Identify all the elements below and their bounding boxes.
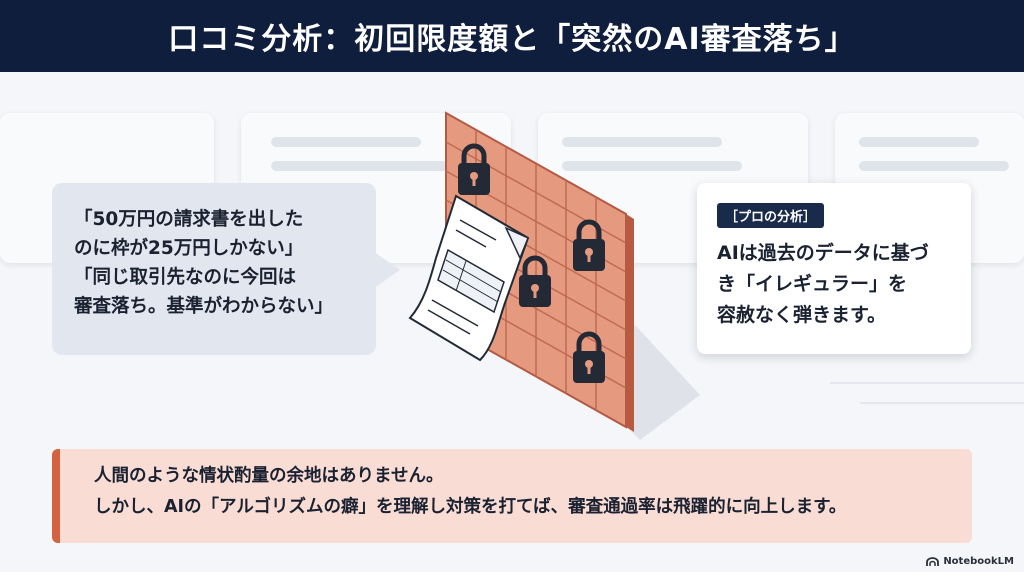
- page-title: 口コミ分析：初回限度額と「突然のAI審査落ち」: [168, 22, 856, 57]
- header-bar: 口コミ分析：初回限度額と「突然のAI審査落ち」: [0, 0, 1024, 72]
- invoice-document-icon: [408, 194, 530, 362]
- background-line: [830, 382, 1024, 384]
- note-line: しかし、AIの「アルゴリズムの癖」を理解し対策を打てば、審査通過率は飛躍的に向上…: [94, 497, 847, 517]
- pro-analysis-card: ［プロの分析］ AIは過去のデータに基づ き「イレギュラー」を 容赦なく弾きます…: [697, 183, 971, 354]
- quote-line: 「50万円の請求書を出した: [74, 209, 304, 230]
- wall-side: [626, 214, 634, 432]
- pro-analysis-line: き「イレギュラー」を: [717, 273, 908, 295]
- padlock-icon: [458, 143, 490, 195]
- pro-analysis-badge: ［プロの分析］: [717, 203, 825, 228]
- background-line: [860, 402, 1024, 404]
- logo-text: NotebookLM: [943, 556, 1014, 567]
- quote-line: のに枠が25万円しかない」: [74, 238, 304, 259]
- padlock-icon: [573, 219, 605, 271]
- note-line: 人間のような情状酌量の余地はありません。: [94, 466, 444, 486]
- conclusion-note: 人間のような情状酌量の余地はありません。 しかし、AIの「アルゴリズムの癖」を理…: [52, 449, 972, 543]
- pro-analysis-line: AIは過去のデータに基づ: [717, 242, 929, 264]
- quote-line: 「同じ取引先なのに今回は: [74, 267, 297, 288]
- quote-bubble-tail: [374, 252, 400, 288]
- notebooklm-logo-icon: [926, 556, 940, 566]
- padlock-icon: [573, 331, 605, 383]
- customer-quote-bubble: 「50万円の請求書を出した のに枠が25万円しかない」 「同じ取引先なのに今回は…: [52, 183, 376, 355]
- quote-line: 審査落ち。基準がわからない」: [74, 296, 334, 317]
- notebooklm-logo: NotebookLM: [926, 556, 1014, 567]
- padlock-icon: [519, 255, 551, 307]
- pro-analysis-line: 容赦なく弾きます。: [717, 304, 887, 326]
